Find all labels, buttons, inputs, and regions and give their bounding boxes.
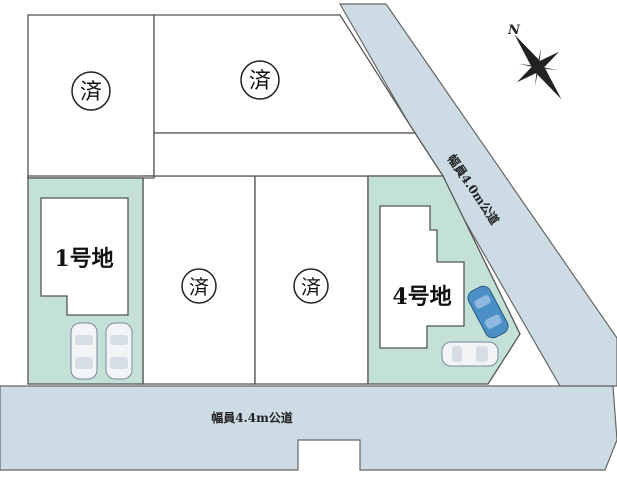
sold-mark-middle-left: 済 (181, 268, 217, 304)
car-lot-1-left-icon (70, 322, 98, 380)
sold-mark-text: 済 (249, 69, 271, 94)
south-road (0, 385, 617, 471)
sold-mark-north-left: 済 (71, 71, 111, 111)
east-road (338, 3, 617, 387)
sold-mark-text: 済 (80, 80, 102, 105)
car-lot-1-right-icon (105, 322, 133, 380)
lot-boundary-strip (27, 132, 445, 179)
sold-mark-north-right: 済 (240, 60, 280, 100)
lot-4-label: 4号地 (392, 284, 451, 310)
lot-1-label: 1号地 (54, 246, 113, 272)
north-label: N (507, 23, 521, 38)
sold-lot-middle-right (254, 175, 369, 385)
lot-4-house-outline (379, 205, 465, 349)
car-lot-4-white-icon (441, 341, 499, 367)
sold-mark-middle-right: 済 (293, 268, 329, 304)
sold-mark-text: 済 (301, 275, 321, 299)
sold-mark-text: 済 (189, 275, 209, 299)
south-road-label: 幅員4.4m公道 (211, 410, 293, 425)
car-lot-4-blue-icon (467, 285, 509, 339)
lot-1-house-outline (40, 197, 129, 316)
north-compass-icon (514, 34, 562, 100)
